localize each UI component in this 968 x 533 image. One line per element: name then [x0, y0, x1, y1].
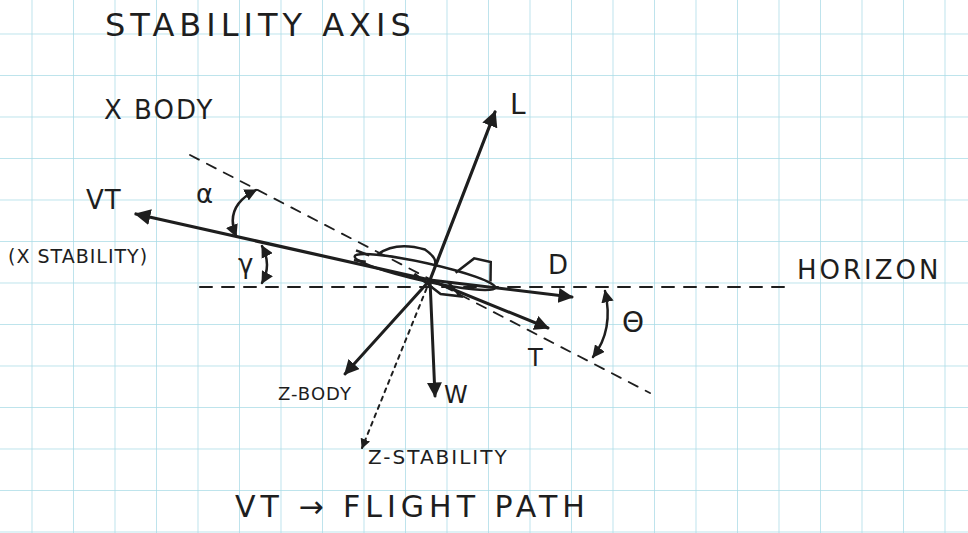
vector-label: L [510, 90, 526, 121]
vectors [136, 112, 790, 448]
alpha-arc [233, 190, 256, 236]
axis-label: Z-STABILITY [368, 446, 509, 468]
vector-label: W [444, 382, 468, 408]
z-body-axis [345, 280, 430, 374]
theta-arc [593, 291, 608, 357]
thrust-vector [430, 280, 548, 328]
z-stability-axis [362, 280, 430, 448]
weight-vector [430, 280, 435, 396]
reference-label: HORIZON [797, 256, 941, 285]
vector-label: D [548, 251, 568, 280]
lift-vector [430, 112, 495, 280]
axis-label: Z-BODY [278, 384, 352, 404]
aircraft-sketch [351, 233, 501, 305]
vector-label: T [528, 345, 543, 371]
diagram-caption: VT → FLIGHT PATH [235, 490, 590, 523]
x-body-axis [190, 155, 650, 393]
axis-label: (X STABILITY) [8, 246, 148, 267]
angle-label: Θ [622, 308, 644, 339]
vector-label: VT [86, 186, 122, 215]
gamma-arc [262, 246, 267, 283]
angle-label: γ [238, 250, 253, 279]
diagram-title: STABILITY AXIS [105, 8, 416, 43]
axis-label: X BODY [104, 96, 214, 125]
angle-label: α [196, 180, 213, 209]
